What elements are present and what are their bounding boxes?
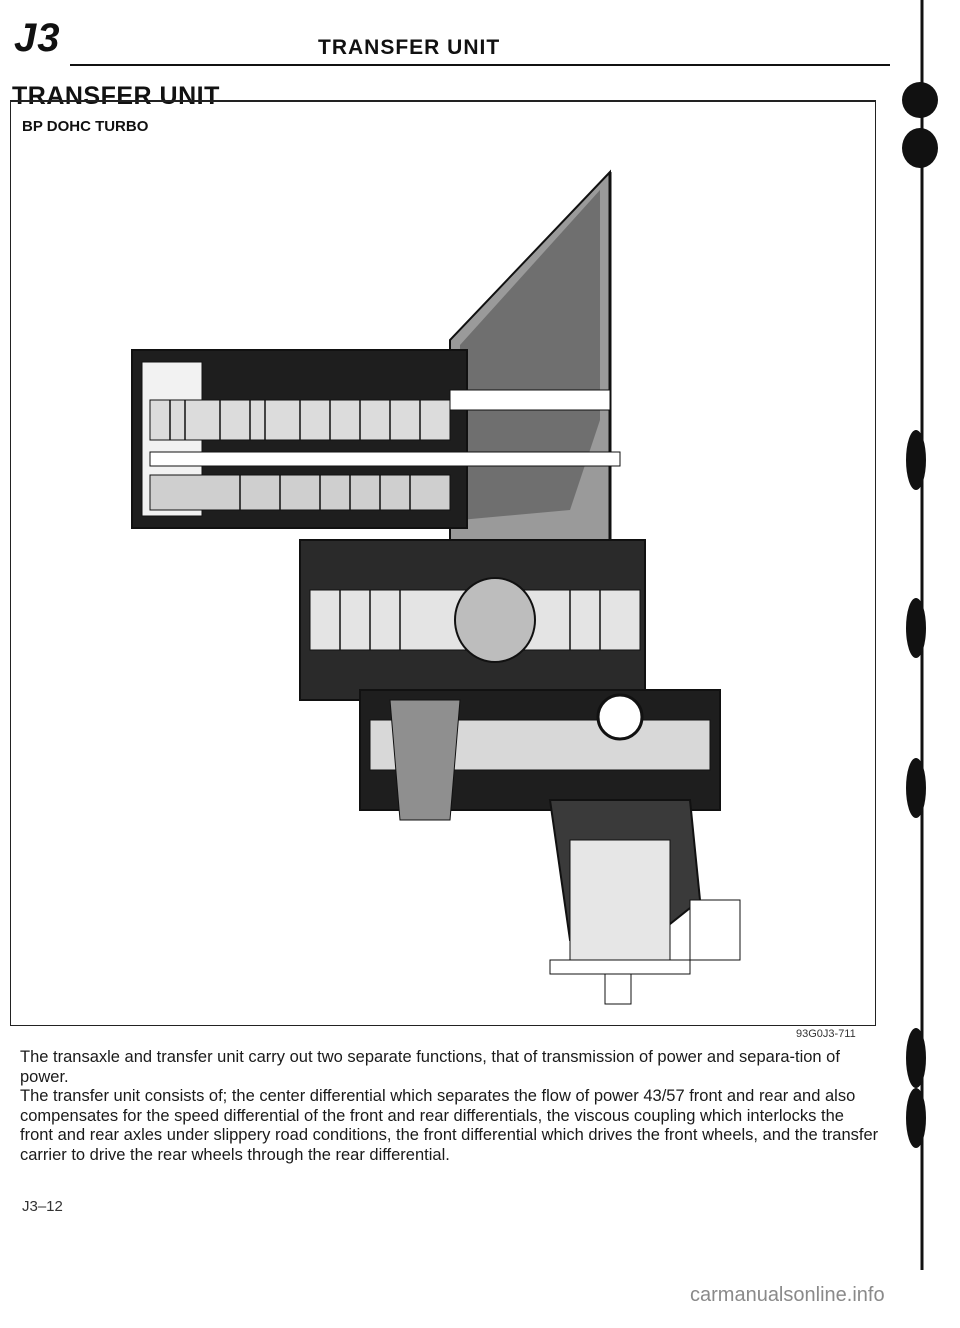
figure-subheading: BP DOHC TURBO xyxy=(22,118,149,135)
watermark: carmanualsonline.info xyxy=(690,1284,885,1306)
binding-strip-decoration xyxy=(902,0,938,1270)
section-code: J3 xyxy=(14,16,61,60)
section-title: TRANSFER UNIT xyxy=(12,82,220,110)
body-paragraph: The transfer unit consists of; the cente… xyxy=(20,1087,879,1164)
body-paragraph: The transaxle and transfer unit carry ou… xyxy=(20,1048,840,1086)
page-number: J3–12 xyxy=(22,1198,63,1215)
body-text: The transaxle and transfer unit carry ou… xyxy=(20,1048,880,1165)
figure-code: 93G0J3-711 xyxy=(796,1028,856,1040)
figure-frame-top xyxy=(10,100,876,102)
transfer-unit-cutaway-drawing xyxy=(131,169,741,1005)
figure-frame xyxy=(10,100,876,1026)
header-rule xyxy=(70,64,890,66)
header-title: TRANSFER UNIT xyxy=(318,36,501,59)
